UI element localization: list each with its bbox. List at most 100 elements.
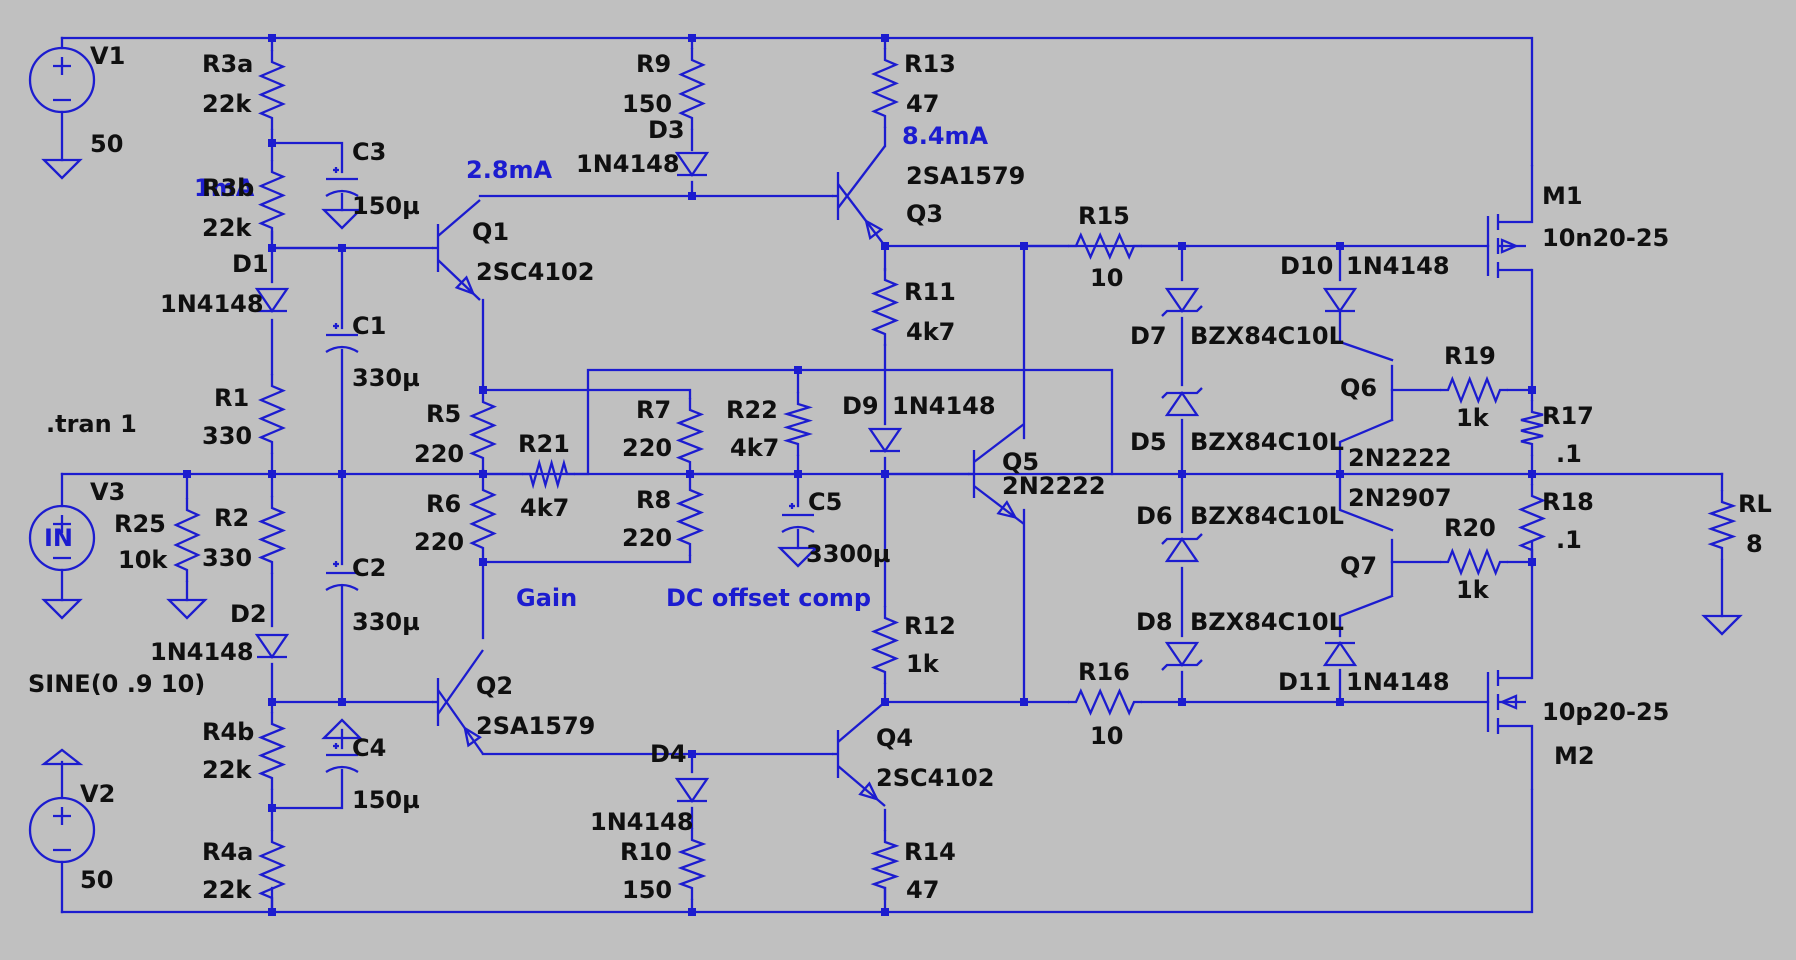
M1-value: 10n20-25 — [1542, 224, 1669, 252]
Q6-value: 2N2222 — [1348, 444, 1452, 472]
junction-dot — [268, 804, 276, 812]
V3-value: SINE(0 .9 10) — [28, 670, 205, 698]
R14-value: 47 — [906, 876, 939, 904]
junction-dot — [479, 470, 487, 478]
junction-dot — [686, 470, 694, 478]
R20-resistor — [1440, 547, 1508, 577]
junction-dot — [688, 750, 696, 758]
V3-source — [28, 504, 96, 572]
RL-ground — [1701, 614, 1743, 636]
R4a-value: 22k — [202, 876, 252, 904]
junction-dot — [1528, 386, 1536, 394]
R15-resistor — [1068, 232, 1142, 260]
Q3-transistor — [832, 145, 886, 247]
R3a-value: 22k — [202, 90, 252, 118]
R18-resistor — [1517, 484, 1547, 562]
R10-label: R10 — [620, 838, 672, 866]
junction-dot — [1178, 470, 1186, 478]
junction-dot — [1528, 558, 1536, 566]
R6-label: R6 — [426, 490, 461, 518]
tran-directive: .tran 1 — [46, 410, 137, 438]
components — [28, 46, 1743, 910]
M2-value: 10p20-25 — [1542, 698, 1669, 726]
D8-label: D8 — [1136, 608, 1173, 636]
junction-dot — [268, 908, 276, 916]
R22-value: 4k7 — [730, 434, 779, 462]
R10-resistor — [677, 828, 707, 900]
current-2-8mA: 2.8mA — [466, 156, 553, 184]
R16-label: R16 — [1078, 658, 1130, 686]
junction-dot — [688, 908, 696, 916]
R5-value: 220 — [414, 440, 464, 468]
D10-label: D10 — [1280, 252, 1333, 280]
junction-dot — [268, 244, 276, 252]
D10-diode — [1322, 287, 1358, 314]
C5-value: 3300µ — [806, 540, 890, 568]
R8-label: R8 — [636, 486, 671, 514]
D11-value: 1N4148 — [1346, 668, 1450, 696]
D2-diode — [254, 633, 290, 660]
C3-capacitor — [325, 167, 359, 197]
R9-resistor — [678, 48, 706, 130]
Q4-value: 2SC4102 — [876, 764, 994, 792]
R13-resistor — [871, 48, 899, 128]
Q7-value: 2N2907 — [1348, 484, 1452, 512]
V3-ground — [41, 598, 83, 620]
R20-value: 1k — [1456, 576, 1490, 604]
R21-label: R21 — [518, 430, 570, 458]
junction-dot — [881, 698, 889, 706]
C4-label: C4 — [352, 734, 386, 762]
junction-dot — [881, 242, 889, 250]
M1-mosfet — [1486, 165, 1534, 278]
V1-ground — [41, 158, 83, 180]
R3b-resistor — [258, 160, 286, 240]
R1-value: 330 — [202, 422, 252, 450]
junction-dots — [183, 34, 1536, 916]
Q3-value: 2SA1579 — [906, 162, 1025, 190]
R4b-value: 22k — [202, 756, 252, 784]
junction-dot — [268, 139, 276, 147]
D2-value: 1N4148 — [150, 638, 254, 666]
C1-label: C1 — [352, 312, 386, 340]
junction-dot — [1528, 470, 1536, 478]
D3-label: D3 — [648, 116, 685, 144]
D1-diode — [254, 287, 290, 314]
wire — [1338, 594, 1394, 638]
R4a-resistor — [258, 830, 286, 910]
R3a-label: R3a — [202, 50, 253, 78]
M2-mosfet — [1486, 670, 1534, 790]
R2-value: 330 — [202, 544, 252, 572]
R7-resistor — [675, 398, 705, 474]
D3-diode — [674, 151, 710, 178]
R19-resistor — [1440, 375, 1508, 405]
D4-value: 1N4148 — [590, 808, 694, 836]
R13-value: 47 — [906, 90, 939, 118]
R6-value: 220 — [414, 528, 464, 556]
junction-dot — [1336, 470, 1344, 478]
R9-label: R9 — [636, 50, 671, 78]
D5-zener — [1161, 387, 1203, 417]
junction-dot — [881, 34, 889, 42]
V3-label: V3 — [90, 478, 125, 506]
R12-resistor — [870, 606, 900, 684]
junction-dot — [268, 698, 276, 706]
RL-label: RL — [1738, 490, 1772, 518]
junction-dot — [479, 386, 487, 394]
R5-resistor — [469, 390, 497, 470]
R17-label: R17 — [1542, 402, 1594, 430]
V1-value: 50 — [90, 130, 123, 158]
junction-dot — [338, 470, 346, 478]
R19-value: 1k — [1456, 404, 1490, 432]
wire — [481, 554, 692, 564]
D5-value: BZX84C10L — [1190, 428, 1344, 456]
R5-label: R5 — [426, 400, 461, 428]
R16-resistor — [1068, 688, 1142, 716]
D7-value: BZX84C10L — [1190, 322, 1344, 350]
junction-dot — [688, 34, 696, 42]
junction-dot — [1336, 242, 1344, 250]
R18-label: R18 — [1542, 488, 1594, 516]
C3-value: 150µ — [352, 192, 420, 220]
C5-capacitor — [781, 503, 815, 533]
